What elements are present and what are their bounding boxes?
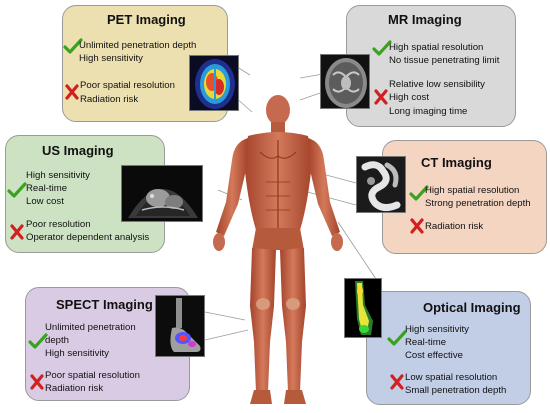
connector-spect-2	[204, 329, 249, 341]
optical-con-2: Small penetration depth	[405, 385, 507, 396]
check-mark-icon	[28, 333, 48, 349]
ct-pro-1: High spatial resolution	[425, 185, 520, 196]
spect-pro-1: Unlimited penetration	[45, 322, 136, 333]
ultrasound-fetus-image	[121, 165, 203, 222]
optical-pro-1: High sensitivity	[405, 324, 469, 335]
cross-mark-icon	[374, 89, 388, 105]
pet-pro-1: Unlimited penetration depth	[79, 40, 197, 51]
check-mark-icon	[387, 330, 407, 346]
cross-mark-icon	[10, 224, 24, 240]
us-pro-1: High sensitivity	[26, 170, 90, 181]
mr-pro-1: High spatial resolution	[389, 42, 484, 53]
us-title: US Imaging	[42, 143, 114, 158]
spect-con-2: Radiation risk	[45, 383, 104, 394]
spect-con-1: Poor spatial resolution	[45, 370, 140, 381]
connector-optical	[337, 221, 381, 286]
pet-con-1: Poor spatial resolution	[80, 80, 175, 91]
ct-imaging-box	[382, 140, 547, 254]
spect-pro-3: High sensitivity	[45, 348, 109, 359]
ct-pro-2: Strong penetration depth	[425, 198, 531, 209]
optical-pro-3: Cost effective	[405, 350, 463, 361]
mr-title: MR Imaging	[388, 12, 462, 27]
connector-spect	[204, 311, 246, 321]
spect-foot-scan-image	[155, 295, 205, 357]
mri-brain-scan-image	[320, 54, 370, 109]
pet-con-2: Radiation risk	[80, 94, 139, 105]
us-pro-2: Real-time	[26, 183, 68, 194]
pet-pro-2: High sensitivity	[79, 53, 143, 64]
pet-title: PET Imaging	[107, 12, 186, 27]
spect-title: SPECT Imaging	[56, 297, 153, 312]
optical-pro-2: Real-time	[405, 337, 447, 348]
spect-pro-2: depth	[45, 335, 70, 346]
ct-con-1: Radiation risk	[425, 221, 484, 232]
us-con-1: Poor resolution	[26, 219, 91, 230]
mr-pro-2: No tissue penetrating limit	[389, 55, 500, 66]
ct-colon-scan-image	[356, 156, 406, 213]
mr-imaging-box	[346, 5, 516, 127]
optical-title: Optical Imaging	[423, 300, 521, 315]
ct-title: CT Imaging	[421, 155, 492, 170]
mr-con-3: Long imaging time	[389, 106, 468, 117]
mr-con-1: Relative low sensibility	[389, 79, 485, 90]
check-mark-icon	[63, 38, 83, 54]
cross-mark-icon	[410, 218, 424, 234]
check-mark-icon	[7, 182, 27, 198]
optical-fluorescence-image	[344, 278, 382, 338]
cross-mark-icon	[30, 374, 44, 390]
check-mark-icon	[372, 40, 392, 56]
optical-con-1: Low spatial resolution	[405, 372, 498, 383]
pet-brain-scan-image	[189, 55, 239, 111]
check-mark-icon	[409, 185, 429, 201]
cross-mark-icon	[390, 374, 404, 390]
mr-con-2: High cost	[389, 92, 429, 103]
us-pro-3: Low cost	[26, 196, 64, 207]
human-anatomy-figure	[213, 95, 343, 404]
cross-mark-icon	[65, 84, 79, 100]
us-con-2: Operator dependent analysis	[26, 232, 150, 243]
